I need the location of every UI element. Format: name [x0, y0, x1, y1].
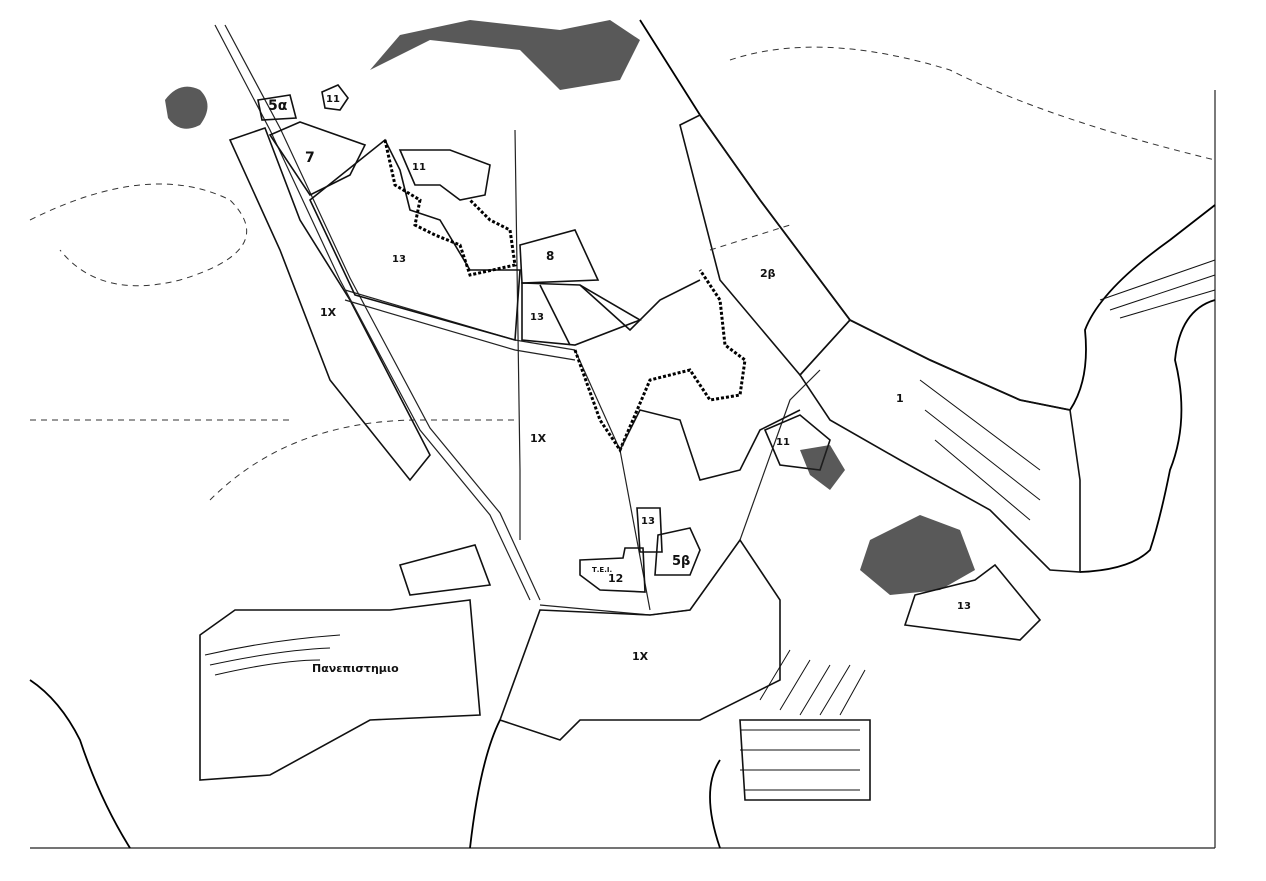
zone-label-1x: 1Χ	[530, 432, 547, 445]
road	[224, 24, 541, 601]
building-plot	[398, 544, 492, 596]
zone-1-lines	[919, 379, 1041, 521]
place-label-university: Πανεπιστημιο	[312, 662, 399, 675]
islet	[165, 86, 208, 129]
university-area	[199, 599, 481, 781]
coastline-west	[29, 679, 131, 849]
zone-5a	[257, 94, 298, 121]
road	[574, 349, 651, 611]
coastline-east	[1079, 299, 1216, 573]
zone-8	[519, 229, 600, 284]
zone-1x-south	[498, 538, 781, 741]
zone-12-tei	[579, 547, 646, 593]
inlet	[469, 719, 721, 849]
zone-2b	[679, 113, 852, 377]
zone-label-13: 13	[957, 601, 971, 612]
zone-label-11: 11	[412, 162, 426, 173]
terrain-lines	[204, 634, 341, 676]
zone-label-1x: 1Χ	[320, 306, 337, 319]
field-hatching	[740, 729, 860, 791]
zone-1	[798, 319, 1081, 573]
coastline	[639, 19, 1216, 412]
contour-line	[29, 183, 248, 287]
settlement-boundary	[383, 139, 517, 277]
zone-label-12: 12	[608, 572, 623, 585]
zone-label-7: 7	[305, 150, 315, 166]
settlement-area	[860, 515, 975, 595]
zone-label-5b: 5β	[672, 554, 690, 569]
zone-label-11: 11	[326, 94, 340, 105]
zone-label-1x: 1Χ	[632, 650, 649, 663]
zone-label-11: 11	[776, 437, 790, 448]
zone-13-center	[521, 282, 642, 346]
zone-boundary	[539, 279, 701, 346]
zone-1x-west	[228, 126, 431, 482]
zone-label-1: 1	[896, 392, 904, 405]
zone-13-east	[903, 563, 1042, 641]
zone-13-west	[309, 138, 521, 342]
zone-13-south	[636, 507, 663, 553]
road	[344, 299, 576, 361]
zone-7	[268, 121, 367, 197]
zone-5b	[654, 527, 701, 576]
contour-line	[209, 419, 421, 501]
field-parcel	[739, 719, 871, 801]
zone-divider	[709, 224, 791, 251]
zone-label-2b: 2β	[760, 267, 776, 280]
road	[539, 369, 821, 616]
settlement-area	[800, 445, 845, 490]
zone-boundary	[619, 409, 801, 481]
road	[214, 24, 531, 601]
road	[514, 129, 521, 540]
breakwater	[1099, 259, 1216, 319]
zone-11	[398, 149, 491, 201]
zone-label-13: 13	[392, 254, 406, 265]
settlement-area	[370, 20, 640, 90]
zone-label-13: 13	[530, 312, 544, 323]
zone-11-north	[321, 84, 349, 111]
zone-label-8: 8	[546, 249, 554, 263]
zone-label-13: 13	[641, 516, 655, 527]
zone-label-5a: 5α	[268, 98, 288, 114]
zone-label-tei: Τ.Ε.Ι.	[592, 566, 612, 574]
field-hatching	[759, 649, 866, 716]
contour-line	[729, 46, 1216, 161]
